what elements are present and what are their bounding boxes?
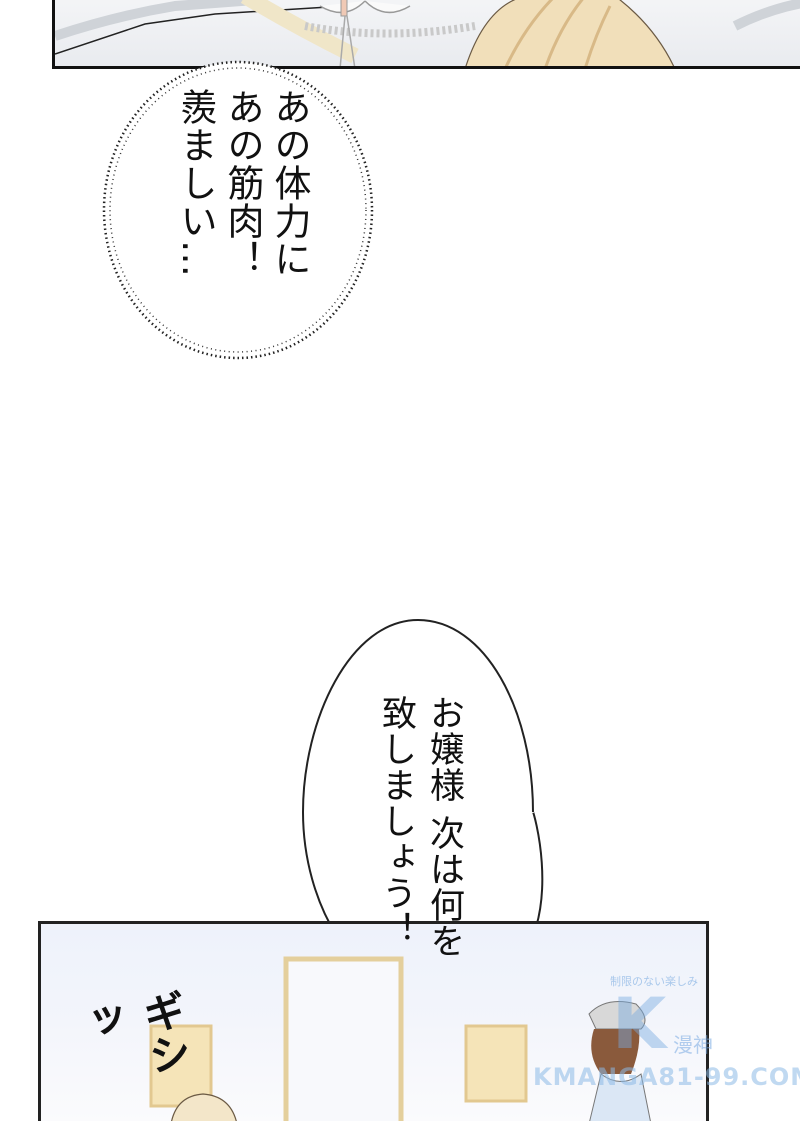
bubble-line: 致しましょう！ — [376, 695, 416, 947]
thought-bubble-outline — [102, 60, 374, 360]
bubble-line: あの筋肉！ — [221, 88, 264, 278]
maid-hair — [591, 1029, 640, 1074]
wall-frame-right — [464, 1024, 528, 1103]
bottom-panel-art — [149, 956, 651, 1121]
sound-effect: ギシッ — [73, 987, 195, 1078]
bottom-panel — [38, 921, 709, 1121]
bubble-line: お嬢様 次は何を — [424, 695, 464, 960]
bubble-line: 羨ましい… — [174, 88, 217, 278]
blonde-hair — [465, 0, 675, 66]
door — [283, 956, 404, 1121]
thought-bubble-text: あの体力に あの筋肉！ 羨ましい… — [172, 88, 313, 278]
top-panel — [52, 0, 800, 69]
maid-cap — [588, 1001, 646, 1030]
bubble-line: あの体力に — [268, 88, 311, 278]
maid-collar — [589, 1073, 651, 1121]
top-panel-art — [55, 0, 800, 66]
speech-bubble-text: お嬢様 次は何を 致しましょう！ — [372, 695, 468, 959]
